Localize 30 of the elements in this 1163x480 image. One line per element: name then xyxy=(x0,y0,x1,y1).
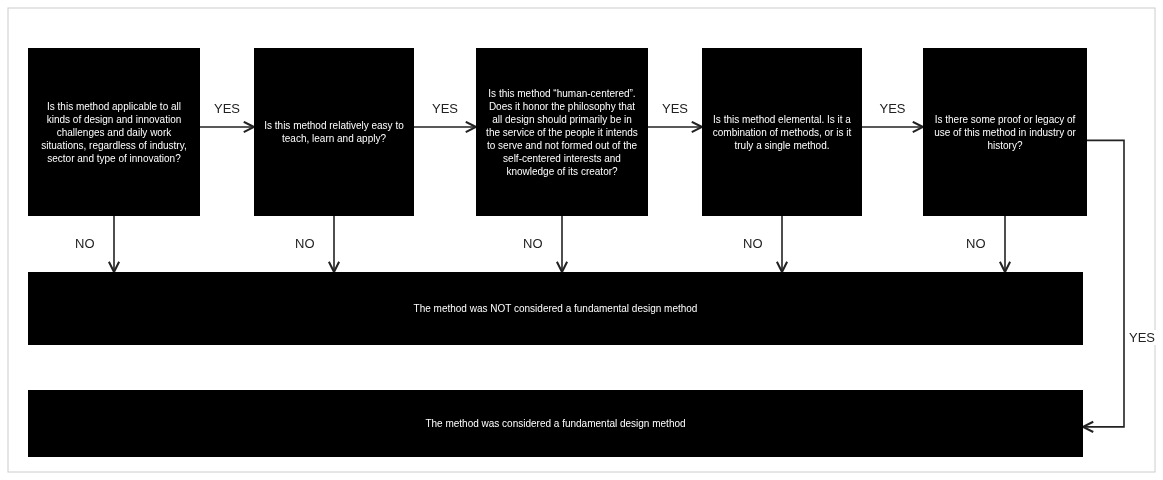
edge-label: NO xyxy=(74,236,96,251)
edge-label: YES xyxy=(1128,330,1156,345)
edge-label: NO xyxy=(742,236,764,251)
node-text: Is this method elemental. Is it a combination of methods, or is it truly a single method. xyxy=(712,112,852,152)
arrow xyxy=(199,120,255,134)
question-box xyxy=(923,48,1087,216)
node-text: The method was NOT considered a fundamental design method xyxy=(413,302,698,315)
node-text: Is there some proof or legacy of use of this method in industry or history? xyxy=(933,112,1077,152)
edge-label: NO xyxy=(294,236,316,251)
arrow xyxy=(647,120,703,134)
result-box xyxy=(28,390,1083,457)
node-text: Is this method applicable to all kinds of design and innovation challenges and daily work situations, regardless of industry, sector and type of innovation? xyxy=(40,99,188,165)
node-text: Is this method “human-centered”. Does it honor the philosophy that all design should primarily be in the service of the people it intends to serve and not formed out of the self-centered interests and knowledge of its creator? xyxy=(486,86,638,178)
arrow xyxy=(107,215,121,273)
edge-label: NO xyxy=(522,236,544,251)
question-box xyxy=(476,48,648,216)
question-box xyxy=(254,48,414,216)
node-text: Is this method relatively easy to teach, learn and apply? xyxy=(264,119,404,145)
arrow xyxy=(555,215,569,273)
question-box xyxy=(702,48,862,216)
arrow xyxy=(327,215,341,273)
arrow xyxy=(998,215,1012,273)
arrow xyxy=(775,215,789,273)
question-box xyxy=(28,48,200,216)
arrow xyxy=(861,120,924,134)
arrow xyxy=(1082,139,1125,433)
result-box xyxy=(28,272,1083,345)
arrow xyxy=(413,120,477,134)
edge-label: NO xyxy=(965,236,987,251)
node-text: The method was considered a fundamental design method xyxy=(425,417,686,430)
